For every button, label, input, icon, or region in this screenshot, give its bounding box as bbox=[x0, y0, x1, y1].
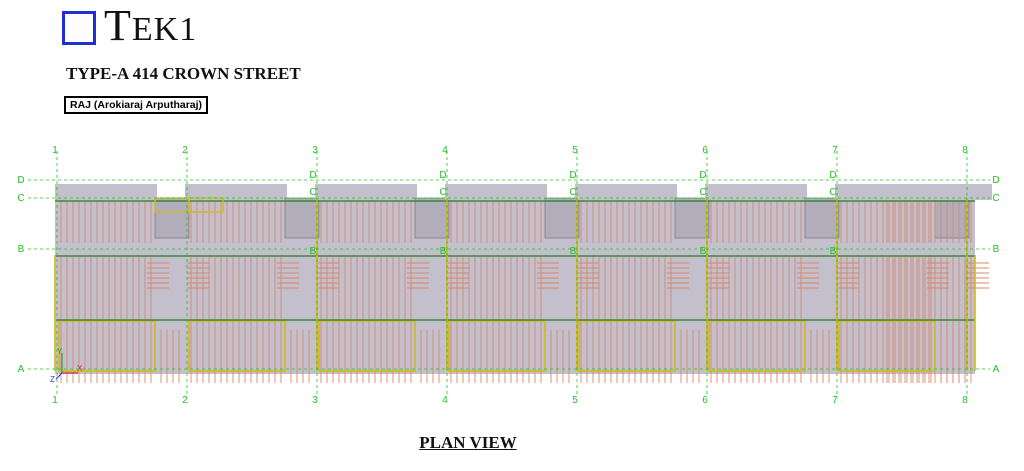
logo-initial: T bbox=[104, 1, 132, 50]
row-grid-label-inner: C bbox=[829, 187, 836, 198]
row-grid-label-left: D bbox=[17, 175, 24, 186]
front-bay bbox=[58, 320, 156, 372]
front-bay bbox=[838, 320, 936, 372]
row-grid-label-inner: B bbox=[570, 246, 577, 257]
stair-treads bbox=[147, 262, 989, 289]
column-grid-label-bottom: 5 bbox=[572, 395, 578, 406]
slab-top-band bbox=[315, 184, 417, 200]
row-grid-label-inner: C bbox=[569, 187, 576, 198]
stair-core bbox=[804, 197, 840, 239]
column-grid-label-bottom: 6 bbox=[702, 395, 708, 406]
row-grid-label-right: A bbox=[993, 364, 1000, 375]
column-grid-label-top: 5 bbox=[572, 145, 578, 156]
row-grid-label-inner: D bbox=[829, 170, 836, 181]
stair-core bbox=[544, 197, 580, 239]
row-grid-label-inner: D bbox=[699, 170, 706, 181]
column-grid-label-bottom: 4 bbox=[442, 395, 448, 406]
axis-x-label: X bbox=[77, 364, 83, 373]
wall-stub bbox=[188, 197, 224, 213]
row-grid-label-right: B bbox=[993, 244, 1000, 255]
front-bay bbox=[448, 320, 546, 372]
row-grid-label-left: A bbox=[18, 364, 25, 375]
slab-top-band bbox=[575, 184, 677, 200]
column-grid-label-top: 8 bbox=[962, 145, 968, 156]
column-grid-label-bottom: 2 bbox=[182, 395, 188, 406]
row-grid-label-inner: B bbox=[830, 246, 837, 257]
column-grid-label-top: 7 bbox=[832, 145, 838, 156]
slab-top-band bbox=[445, 184, 547, 200]
project-title: TYPE-A 414 CROWN STREET bbox=[66, 64, 301, 83]
row-grid-label-inner: C bbox=[439, 187, 446, 198]
row-grid-label-inner: D bbox=[439, 170, 446, 181]
slab-top-band bbox=[55, 184, 157, 200]
logo-wordmark: TEK1 bbox=[104, 4, 197, 48]
stair-core bbox=[934, 197, 970, 239]
axis-triad-icon: Y X Z bbox=[50, 347, 83, 384]
row-grid-label-inner: B bbox=[310, 246, 317, 257]
row-grid-label-left: C bbox=[17, 193, 24, 204]
column-grid-label-top: 6 bbox=[702, 145, 708, 156]
front-bay bbox=[188, 320, 286, 372]
column-grid-label-top: 3 bbox=[312, 145, 318, 156]
column-grid-label-bottom: 8 bbox=[962, 395, 968, 406]
column-grid-label-bottom: 1 bbox=[52, 395, 58, 406]
row-grid-label-inner: D bbox=[309, 170, 316, 181]
column-grid-label-top: 2 bbox=[182, 145, 188, 156]
plan-drawing: 1122334455667788DCBADCBADCBDCBDCBDCBDCB … bbox=[17, 145, 999, 406]
row-grid-label-right: D bbox=[992, 175, 999, 186]
logo-square-icon bbox=[62, 11, 96, 45]
row-grid-label-left: B bbox=[18, 244, 25, 255]
column-grid-label-bottom: 7 bbox=[832, 395, 838, 406]
stair-core bbox=[154, 197, 190, 239]
stair-core bbox=[284, 197, 320, 239]
column-grid-label-top: 1 bbox=[52, 145, 58, 156]
axis-z-label: Z bbox=[50, 375, 55, 384]
row-grid-label-inner: B bbox=[440, 246, 447, 257]
logo-rest: EK1 bbox=[131, 11, 198, 48]
floor-joists bbox=[60, 201, 972, 383]
axis-y-label: Y bbox=[57, 347, 63, 356]
grid-lines bbox=[28, 151, 990, 397]
row-grid-label-right: C bbox=[992, 193, 999, 204]
slab-top-band bbox=[705, 184, 807, 200]
slab-top-band bbox=[882, 184, 992, 200]
front-bay bbox=[578, 320, 676, 372]
author-badge: RAJ (Arokiaraj Arputharaj) bbox=[64, 96, 209, 114]
stair-core bbox=[414, 197, 450, 239]
column-grid-label-bottom: 3 bbox=[312, 395, 318, 406]
row-grid-label-inner: B bbox=[700, 246, 707, 257]
floor-slabs bbox=[55, 184, 992, 374]
front-bay bbox=[318, 320, 416, 372]
slab-top-band bbox=[185, 184, 287, 200]
row-grid-label-inner: D bbox=[569, 170, 576, 181]
row-grid-label-inner: C bbox=[699, 187, 706, 198]
row-grid-label-inner: C bbox=[309, 187, 316, 198]
column-grid-label-top: 4 bbox=[442, 145, 448, 156]
view-title: PLAN VIEW bbox=[419, 433, 517, 452]
front-bay bbox=[708, 320, 806, 372]
axis-z-line bbox=[55, 372, 63, 380]
stair-core bbox=[674, 197, 710, 239]
